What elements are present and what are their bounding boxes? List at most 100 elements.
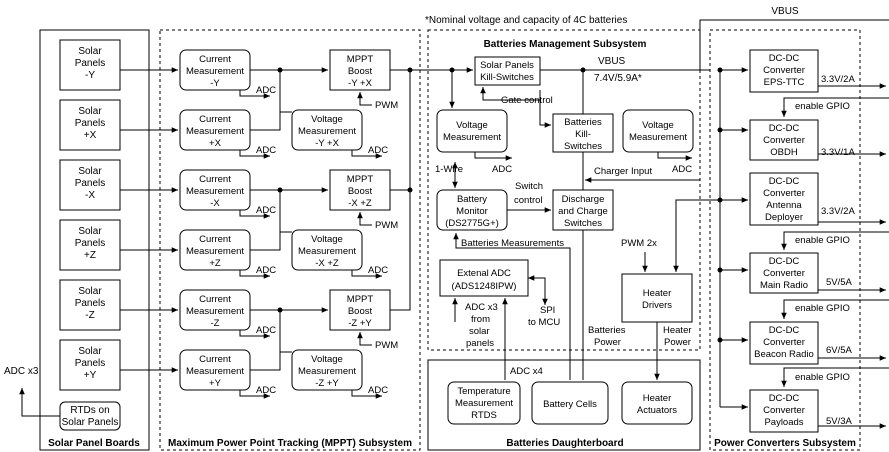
switch-control-label: Switch xyxy=(515,181,543,192)
svg-text:Voltage: Voltage xyxy=(311,354,343,365)
mppt-frame xyxy=(159,29,421,451)
current-measurement-plus-x: Current Measurement +X xyxy=(179,109,251,151)
heater-power-label: Power xyxy=(664,337,691,348)
svg-text:Converter: Converter xyxy=(763,188,805,199)
bms-subsystem-title: Batteries Management Subsystem xyxy=(484,39,647,50)
svg-text:Panels: Panels xyxy=(75,118,106,129)
svg-text:Current: Current xyxy=(199,54,231,65)
adc-label: ADC xyxy=(368,265,388,276)
solar-panel-plus-x: Solar Panels +X xyxy=(59,99,121,151)
voltage-measurement-minus-z-plus-y: Voltage Measurement -Z +Y xyxy=(291,349,363,391)
svg-text:panels: panels xyxy=(466,338,494,349)
svg-text:Panels: Panels xyxy=(75,358,106,369)
svg-text:-X +Z: -X +Z xyxy=(315,258,339,269)
mppt-boost-minus-y-plus-x: MPPT Boost -Y +X xyxy=(329,49,391,91)
svg-text:DC-DC: DC-DC xyxy=(769,53,800,64)
one-wire-label: 1-Wire xyxy=(435,164,463,175)
arrow xyxy=(239,150,270,159)
svg-text:Measurement: Measurement xyxy=(629,132,687,143)
arrow xyxy=(357,212,372,226)
arrow xyxy=(239,90,270,99)
svg-text:Solar: Solar xyxy=(78,166,102,177)
rtd-adc-arrow xyxy=(19,388,60,417)
adc-label: ADC xyxy=(256,205,276,216)
arrow xyxy=(351,150,382,159)
solar-panels-kill-switches: Solar Panels Kill-Switches xyxy=(474,56,541,86)
svg-text:Heater: Heater xyxy=(643,288,672,299)
wire xyxy=(279,70,292,113)
svg-text:Battery Cells: Battery Cells xyxy=(543,399,597,410)
solar-panel-minus-x: Solar Panels -X xyxy=(59,159,121,211)
svg-text:Current: Current xyxy=(199,174,231,185)
svg-text:-Y +X: -Y +X xyxy=(348,78,373,89)
voltage-measurement-minus-x-plus-z: Voltage Measurement -X +Z xyxy=(291,229,363,271)
heater-actuators: Heater Actuators xyxy=(621,381,693,425)
spi-label: SPI xyxy=(540,305,555,316)
svg-text:Voltage: Voltage xyxy=(311,114,343,125)
adc-x4-label: ADC x4 xyxy=(510,366,543,377)
wire xyxy=(390,190,411,311)
svg-text:Converter: Converter xyxy=(763,65,805,76)
converter-beacon-radio: DC-DC Converter Beacon Radio xyxy=(749,321,819,365)
svg-text:DC-DC: DC-DC xyxy=(769,176,800,187)
svg-text:RTDS: RTDS xyxy=(471,410,497,421)
svg-text:Measurement: Measurement xyxy=(186,366,244,377)
converter-output-label: 6V/5A xyxy=(826,345,853,356)
svg-text:Boost: Boost xyxy=(348,306,373,317)
svg-text:+X: +X xyxy=(209,138,222,149)
enable-gpio-label: enable GPIO xyxy=(795,235,850,246)
heater-power-label: Heater xyxy=(663,325,692,336)
svg-text:Solar Panels: Solar Panels xyxy=(62,417,119,428)
voltage-measurement-minus-y-plus-x: Voltage Measurement -Y +X xyxy=(291,109,363,151)
solar-panel-minus-y: Solar Panels -Y xyxy=(59,39,121,91)
svg-text:-X: -X xyxy=(85,190,95,201)
svg-text:Voltage: Voltage xyxy=(311,234,343,245)
rtds-on-solar-panels: RTDs on Solar Panels xyxy=(59,401,121,431)
svg-text:Boost: Boost xyxy=(348,66,373,77)
arrow xyxy=(657,152,692,161)
mppt-boost-minus-x-plus-z: MPPT Boost -X +Z xyxy=(329,169,391,211)
adc-x3-label: ADC x3 xyxy=(4,366,39,377)
svg-text:Measurement: Measurement xyxy=(455,398,513,409)
solar-panel-plus-y: Solar Panels +Y xyxy=(59,339,121,391)
adc-label: ADC xyxy=(672,164,692,175)
vbus-top-wire xyxy=(699,19,889,70)
batteries-power-label: Batteries xyxy=(588,325,626,336)
charger-input-label: Charger Input xyxy=(594,166,652,177)
svg-text:Panels: Panels xyxy=(75,178,106,189)
svg-text:Switches: Switches xyxy=(564,218,602,229)
svg-text:Current: Current xyxy=(199,354,231,365)
mppt-subsystem-title: Maximum Power Point Tracking (MPPT) Subs… xyxy=(168,438,412,449)
daughterboard-title: Batteries Daughterboard xyxy=(506,438,623,449)
svg-text:Converter: Converter xyxy=(763,405,805,416)
arrow xyxy=(351,270,382,279)
enable-gpio-arrow xyxy=(781,299,889,319)
batteries-measurements-arrow xyxy=(453,233,571,380)
batteries-power-label: Power xyxy=(594,337,621,348)
gate-control-label: Gate control xyxy=(501,95,553,106)
arrow xyxy=(480,87,541,101)
svg-text:+Y: +Y xyxy=(84,370,97,381)
adc-label: ADC xyxy=(256,265,276,276)
svg-text:+X: +X xyxy=(84,130,97,141)
batteries-kill-switches: Batteries Kill- Switches xyxy=(552,113,614,153)
adc-label: ADC xyxy=(256,85,276,96)
svg-text:Measurement: Measurement xyxy=(186,186,244,197)
svg-text:Payloads: Payloads xyxy=(764,417,803,428)
svg-text:Solar: Solar xyxy=(78,226,102,237)
wire xyxy=(390,70,411,191)
converter-obdh: DC-DC Converter OBDH xyxy=(749,119,819,161)
svg-text:Converter: Converter xyxy=(763,268,805,279)
svg-text:Measurement: Measurement xyxy=(186,126,244,137)
mppt-boost-minus-z-plus-y: MPPT Boost -Z +Y xyxy=(329,289,391,331)
svg-text:Discharge: Discharge xyxy=(562,194,605,205)
svg-text:OBDH: OBDH xyxy=(770,147,798,158)
svg-text:+Z: +Z xyxy=(209,258,221,269)
svg-text:DC-DC: DC-DC xyxy=(769,123,800,134)
svg-text:Measurement: Measurement xyxy=(443,132,501,143)
batteries-measurements-label: Batteries Measurements xyxy=(461,238,564,249)
svg-text:MPPT: MPPT xyxy=(347,294,374,305)
svg-text:Boost: Boost xyxy=(348,186,373,197)
svg-text:DC-DC: DC-DC xyxy=(769,256,800,267)
svg-text:Panels: Panels xyxy=(75,298,106,309)
